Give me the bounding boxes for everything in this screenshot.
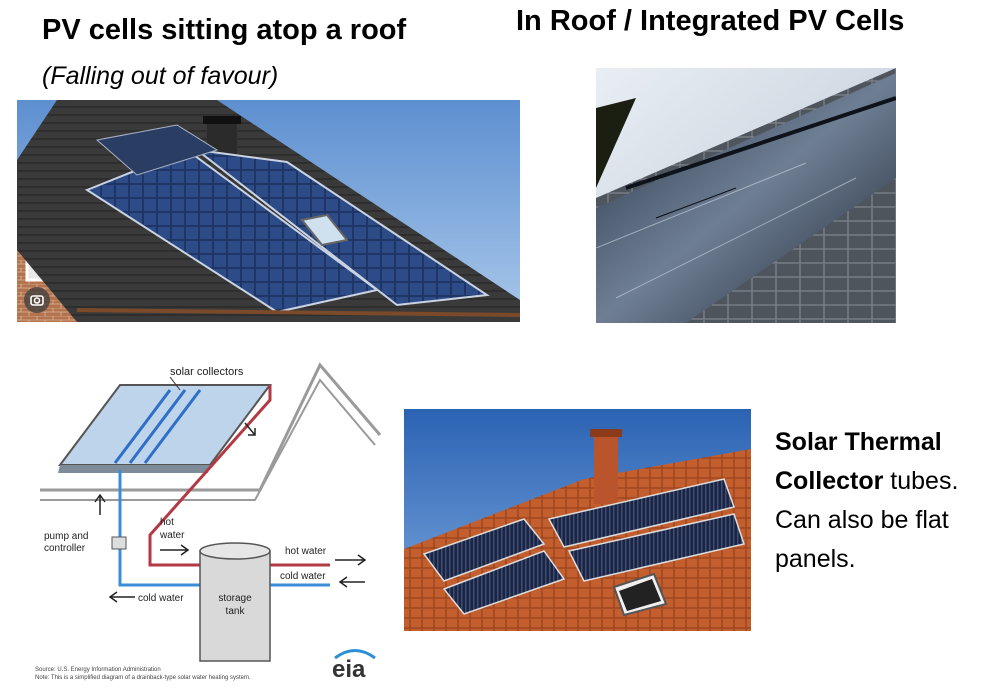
- label-storage-2: tank: [226, 606, 246, 617]
- label-pump-1: pump and: [44, 531, 88, 542]
- pv-atop-title: PV cells sitting atop a roof: [42, 14, 407, 46]
- diagram-source: Source: U.S. Energy Information Administ…: [35, 667, 161, 673]
- solar-thermal-photo: [404, 409, 751, 631]
- camera-lens-icon: [30, 295, 44, 306]
- in-roof-title: In Roof / Integrated PV Cells: [516, 5, 905, 37]
- integrated-pv-photo: [596, 68, 896, 323]
- thermal-description: Solar Thermal Collector tubes. Can also …: [775, 423, 975, 579]
- diagram-note: Note: This is a simplified diagram of a …: [35, 675, 251, 681]
- label-hot-1: hot: [160, 517, 174, 528]
- label-hot-2: water: [159, 530, 185, 541]
- thermal-bold-1: Solar Thermal: [775, 428, 942, 456]
- solar-water-heating-diagram: solar collectors pump and controller hot…: [30, 355, 390, 695]
- camera-lens-button[interactable]: [24, 287, 50, 313]
- label-pump-2: controller: [44, 543, 86, 554]
- label-hot-water: hot water: [285, 546, 327, 557]
- label-storage-1: storage: [218, 593, 252, 604]
- thermal-rest-2: Can also be flat: [775, 506, 949, 534]
- pv-atop-subtitle: (Falling out of favour): [42, 62, 279, 90]
- thermal-rest-1: tubes.: [883, 467, 959, 495]
- thermal-rest-3: panels.: [775, 545, 856, 573]
- thermal-bold-2: Collector: [775, 467, 884, 495]
- rooftop-pv-photo: [17, 100, 520, 322]
- eia-logo: eia: [332, 656, 366, 683]
- label-cold-water-left: cold water: [138, 593, 184, 604]
- label-cold-water-right: cold water: [280, 571, 326, 582]
- label-solar-collectors: solar collectors: [170, 366, 244, 378]
